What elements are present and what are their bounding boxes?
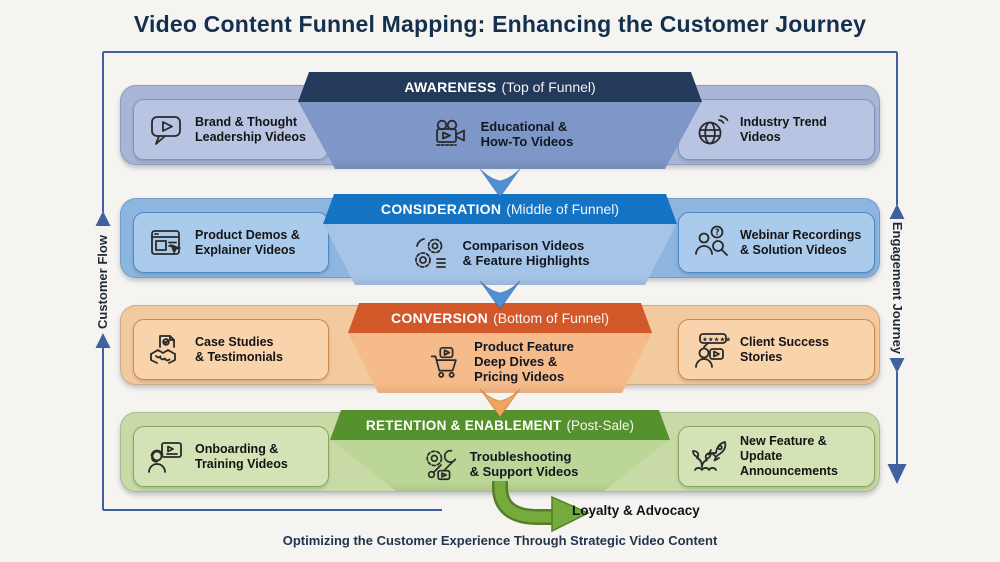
card-label: Industry Trend Videos	[740, 114, 827, 144]
svg-text:?: ?	[715, 228, 720, 238]
curved-arrow-icon	[492, 481, 590, 533]
cart-play-icon	[426, 344, 464, 382]
card-client-success-stories: ★★★★★ Client Success Stories	[678, 319, 875, 380]
arrow-conversion-to-retention	[479, 388, 521, 418]
stage-name: CONSIDERATION	[380, 201, 502, 217]
funnel-center-label: Troubleshooting & Support Videos	[469, 449, 579, 479]
awareness-funnel-body: Educational & How-To Videos	[298, 101, 702, 169]
card-label: Case Studies & Testimonials	[195, 334, 283, 364]
person-search-icon: ?	[691, 223, 731, 263]
card-label: New Feature & Update Announcements	[740, 434, 838, 478]
browser-cursor-icon	[146, 223, 186, 263]
card-onboarding-training: Onboarding & Training Videos	[133, 426, 329, 487]
wrench-gear-play-icon	[422, 446, 460, 484]
card-case-studies: Case Studies & Testimonials	[133, 319, 329, 380]
stage-qualifier: (Bottom of Funnel)	[493, 310, 610, 326]
stage-name: AWARENESS	[404, 79, 497, 95]
arrow-consideration-to-conversion	[479, 280, 521, 310]
stage-name: RETENTION & ENABLEMENT	[365, 417, 562, 433]
card-label: Brand & Thought Leadership Videos	[195, 114, 306, 144]
engagement-journey-label: Engagement Journey	[890, 221, 905, 355]
funnel-center-label: Product Feature Deep Dives & Pricing Vid…	[474, 339, 574, 384]
stage-qualifier: (Top of Funnel)	[501, 79, 596, 95]
consideration-header: CONSIDERATION (Middle of Funnel)	[323, 194, 677, 224]
gears-checklist-icon	[410, 234, 452, 274]
consideration-funnel-body: Comparison Videos & Feature Highlights	[323, 223, 677, 285]
arrow-awareness-to-consideration	[479, 168, 521, 198]
footer-caption: Optimizing the Customer Experience Throu…	[282, 533, 718, 548]
rating-person-icon: ★★★★★	[691, 330, 731, 370]
page-title: Video Content Funnel Mapping: Enhancing …	[133, 11, 867, 37]
card-label: Client Success Stories	[740, 334, 829, 364]
globe-trend-icon	[691, 110, 731, 150]
stage-qualifier: (Post-Sale)	[566, 417, 635, 433]
card-new-feature-announcements: New Feature & Update Announcements	[678, 426, 875, 487]
funnel-center-label: Comparison Videos & Feature Highlights	[462, 238, 590, 268]
stage-qualifier: (Middle of Funnel)	[506, 201, 620, 217]
handshake-doc-icon	[146, 330, 186, 370]
card-product-demos: Product Demos & Explainer Videos	[133, 212, 329, 273]
awareness-header: AWARENESS (Top of Funnel)	[298, 72, 702, 102]
stage-name: CONVERSION	[390, 310, 489, 326]
loyalty-advocacy-label: Loyalty & Advocacy	[572, 503, 700, 518]
card-industry-trend-videos: Industry Trend Videos	[678, 99, 875, 160]
card-label: Product Demos & Explainer Videos	[195, 227, 300, 257]
conversion-funnel-body: Product Feature Deep Dives & Pricing Vid…	[348, 332, 652, 393]
speech-bubble-play-icon	[146, 110, 186, 150]
card-label: Onboarding & Training Videos	[195, 441, 288, 471]
rocket-plant-icon	[691, 437, 731, 477]
card-label: Webinar Recordings & Solution Videos	[740, 227, 862, 257]
svg-text:★★★★★: ★★★★★	[702, 335, 731, 343]
card-brand-thought-leadership: Brand & Thought Leadership Videos	[133, 99, 329, 160]
funnel-center-label: Educational & How-To Videos	[480, 119, 574, 149]
card-webinar-recordings: ? Webinar Recordings & Solution Videos	[678, 212, 875, 273]
customer-flow-label: Customer Flow	[95, 235, 110, 329]
video-camera-icon	[427, 115, 471, 155]
headset-person-icon	[146, 437, 186, 477]
